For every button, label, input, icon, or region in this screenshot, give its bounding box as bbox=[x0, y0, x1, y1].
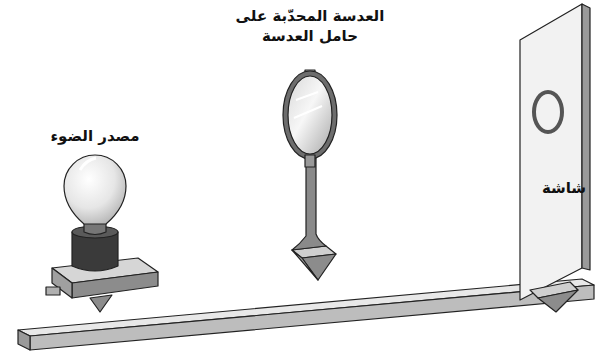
convex-lens-on-holder bbox=[283, 70, 337, 280]
screen-label: شاشة bbox=[536, 178, 592, 198]
light-source bbox=[46, 155, 158, 312]
screen bbox=[520, 4, 590, 312]
lens-label: العدسة المحدّبة على حامل العدسة bbox=[235, 6, 385, 47]
light-source-label: مصدر الضوء bbox=[35, 126, 155, 146]
